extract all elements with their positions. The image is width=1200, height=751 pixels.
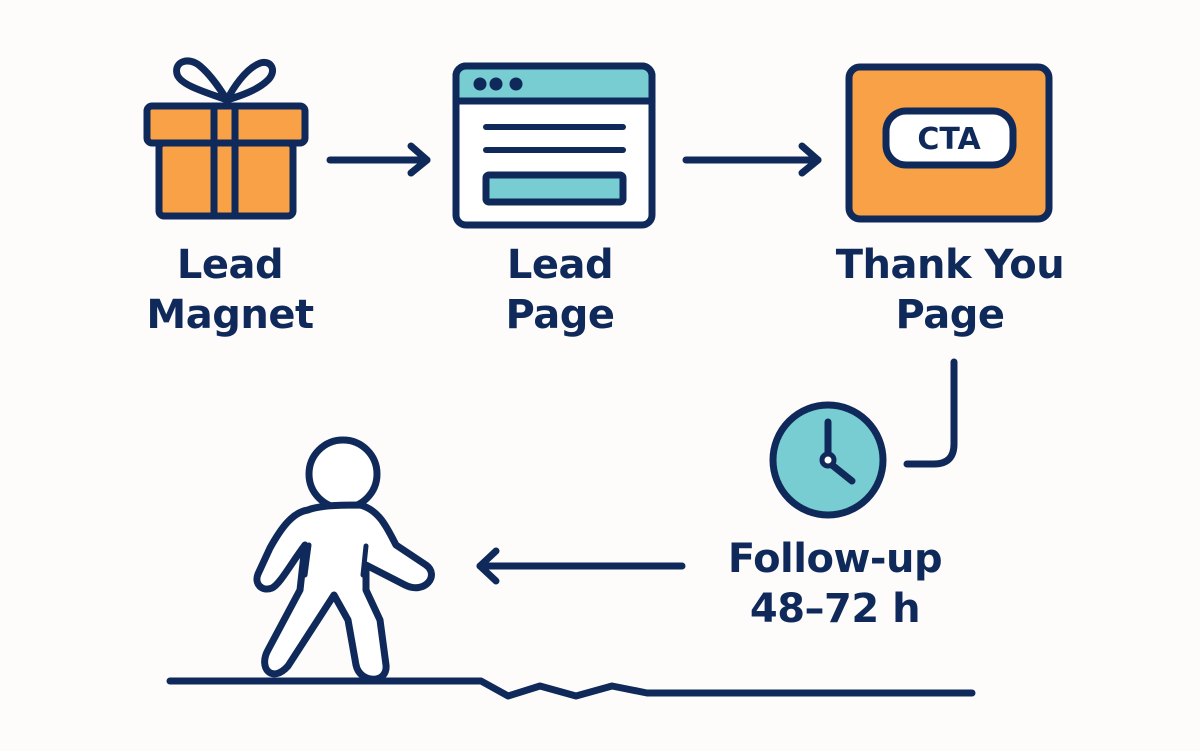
clock-icon — [769, 401, 887, 519]
label-line: Page — [505, 292, 616, 338]
label-line: Follow-up — [727, 536, 943, 582]
browser-window-icon — [452, 62, 656, 229]
connector-thanks-to-followup — [903, 358, 958, 468]
gift-bow-right — [223, 59, 276, 104]
arrow-right-1 — [326, 142, 431, 177]
label-follow-up: Follow-up 48–72 h — [700, 534, 970, 634]
cta-button — [882, 107, 1017, 169]
gift-icon — [143, 57, 309, 220]
label-lead-magnet: Lead Magnet — [120, 240, 340, 340]
browser-dot — [509, 77, 523, 91]
label-line: Page — [895, 292, 1006, 338]
label-line: Lead — [176, 242, 284, 288]
arrow-left — [476, 547, 686, 585]
person-arm-inner — [302, 542, 312, 578]
arrow-right-2 — [682, 142, 822, 177]
label-thank-you-page: Thank You Page — [800, 240, 1100, 340]
gift-bow-left — [173, 57, 231, 104]
clock-center — [819, 451, 837, 469]
label-line: 48–72 h — [749, 586, 921, 632]
cta-label: CTA — [917, 122, 981, 157]
browser-dot — [473, 77, 487, 91]
clock-minute-hand — [828, 461, 856, 485]
gift-box — [155, 139, 297, 220]
label-line: Lead — [506, 242, 614, 288]
label-lead-page: Lead Page — [460, 240, 660, 340]
ground-line — [166, 677, 976, 700]
cta-card-icon — [845, 63, 1053, 223]
gift-lid — [143, 102, 309, 147]
person-arm-inner — [360, 543, 369, 578]
browser-dot — [489, 77, 503, 91]
walking-person-icon — [253, 436, 435, 683]
label-line: Thank You — [835, 242, 1065, 288]
label-line: Magnet — [146, 292, 314, 338]
person-head — [305, 436, 381, 512]
person-body — [253, 501, 435, 683]
form-button — [482, 171, 627, 206]
